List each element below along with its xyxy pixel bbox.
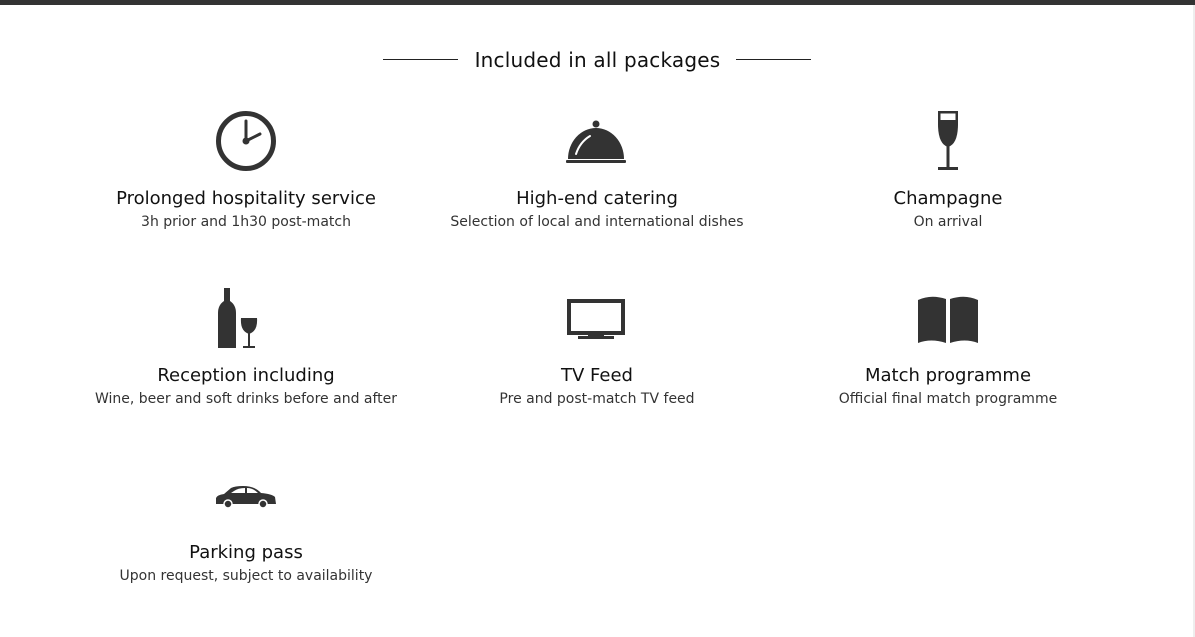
feature-hospitality: Prolonged hospitality service 3h prior a… [76,110,416,231]
feature-title: Parking pass [189,542,303,563]
feature-tv: TV Feed Pre and post-match TV feed [427,287,767,408]
feature-title: Match programme [864,365,1032,386]
feature-description: Upon request, subject to availability [119,568,373,584]
feature-reception: Reception including Wine, beer and soft … [76,287,416,408]
heading-rule-left [383,59,458,60]
feature-parking: Parking pass Upon request, subject to av… [76,464,416,585]
feature-title: Prolonged hospitality service [116,188,376,209]
feature-description: Pre and post-match TV feed [499,391,695,407]
feature-title: Reception including [157,365,335,386]
feature-title: TV Feed [561,365,633,386]
scroll-edge [1193,5,1195,637]
feature-description: 3h prior and 1h30 post-match [141,214,351,230]
feature-catering: High-end catering Selection of local and… [427,110,767,231]
feature-champagne: Champagne On arrival [778,110,1118,231]
heading-rule-right [736,59,811,60]
feature-programme: Match programme Official final match pro… [778,287,1118,408]
feature-description: On arrival [913,214,983,230]
champagne-glass-icon [778,110,1118,172]
feature-description: Wine, beer and soft drinks before and af… [94,391,398,407]
top-border [0,0,1195,5]
tv-icon [427,287,767,349]
cloche-icon [427,110,767,172]
section-heading: Included in all packages [0,46,1195,76]
section-title: Included in all packages [474,48,721,72]
wine-bottle-glass-icon [76,287,416,349]
car-icon [76,464,416,526]
book-icon [778,287,1118,349]
clock-icon [76,110,416,172]
feature-title: High-end catering [516,188,678,209]
feature-description: Selection of local and international dis… [450,214,744,230]
feature-title: Champagne [893,188,1003,209]
feature-description: Official final match programme [838,391,1058,407]
